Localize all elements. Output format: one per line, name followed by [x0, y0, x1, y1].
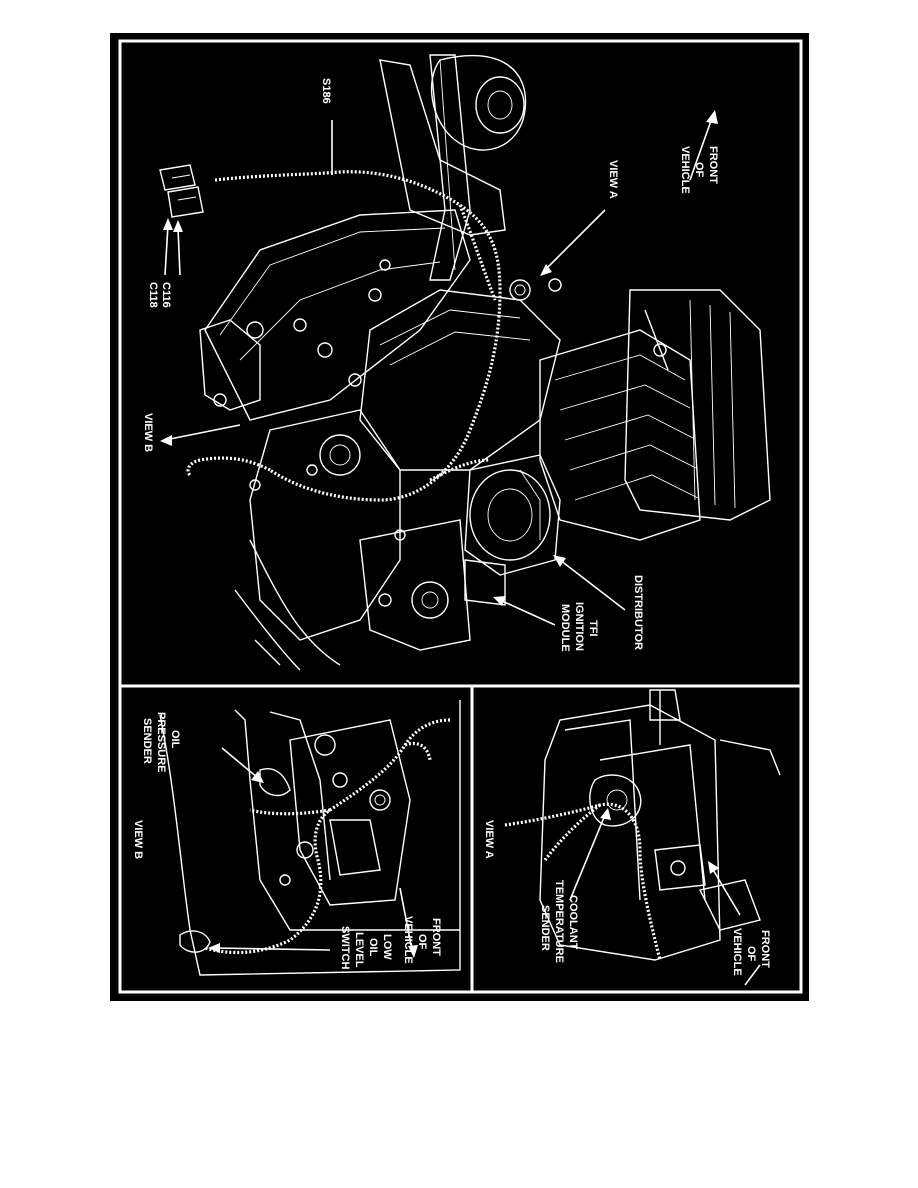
label-view-a-ref: VIEW A — [607, 160, 619, 199]
front-arrow-view-a — [711, 867, 741, 916]
label-c116: C116 — [160, 282, 172, 308]
label-distributor: DISTRIBUTOR — [632, 575, 644, 650]
label-front-a-2: OF — [745, 946, 757, 962]
view-b-inset — [159, 700, 461, 976]
label-oil-3: SENDER — [141, 718, 153, 764]
main-engine-view — [159, 54, 771, 671]
front-arrow-view-b — [399, 887, 413, 951]
view-a-harness — [504, 802, 662, 961]
front-arrow-main — [689, 117, 713, 181]
label-coolant-3: SENDER — [539, 905, 551, 951]
label-tfi-1: TFI — [587, 620, 599, 637]
label-front-main-2: OF — [693, 162, 705, 178]
label-front-a-1: FRONT — [759, 930, 771, 968]
label-front-b-2: OF — [416, 934, 428, 950]
label-coolant-1: COOLANT — [567, 895, 579, 950]
label-tfi-3: MODULE — [559, 604, 571, 652]
view-a-title: VIEW A — [483, 820, 495, 859]
label-front-b-3: VEHICLE — [402, 916, 414, 964]
label-front-b-1: FRONT — [430, 918, 442, 956]
view-b-labels: VIEW B OIL PRESSURE SENDER FRONT OF VEHI… — [132, 712, 442, 969]
label-low-2: OIL — [367, 938, 379, 957]
label-oil-2: PRESSURE — [155, 712, 167, 773]
label-front-main-1: FRONT — [707, 146, 719, 184]
view-a-inset — [504, 689, 781, 986]
view-a-labels: VIEW A COOLANT TEMPERATURE SENDER FRONT … — [483, 820, 771, 976]
label-oil-1: OIL — [169, 730, 181, 749]
label-low-1: LOW — [381, 934, 393, 960]
label-c118: C118 — [147, 282, 159, 308]
view-b-title: VIEW B — [132, 820, 144, 859]
label-coolant-2: TEMPERATURE — [553, 880, 565, 963]
label-tfi-2: IGNITION — [573, 602, 585, 651]
main-view-labels: S186 C116 C118 VIEW A VIEW B FRONT OF VE… — [142, 78, 719, 652]
label-view-b-ref: VIEW B — [142, 413, 154, 452]
label-front-main-3: VEHICLE — [679, 146, 691, 194]
label-low-4: SWITCH — [339, 926, 351, 969]
label-low-3: LEVEL — [353, 932, 365, 968]
label-front-a-3: VEHICLE — [731, 928, 743, 976]
label-s186: S186 — [320, 78, 332, 104]
main-wiring-harness — [214, 170, 502, 502]
diagram-frame — [118, 39, 803, 994]
